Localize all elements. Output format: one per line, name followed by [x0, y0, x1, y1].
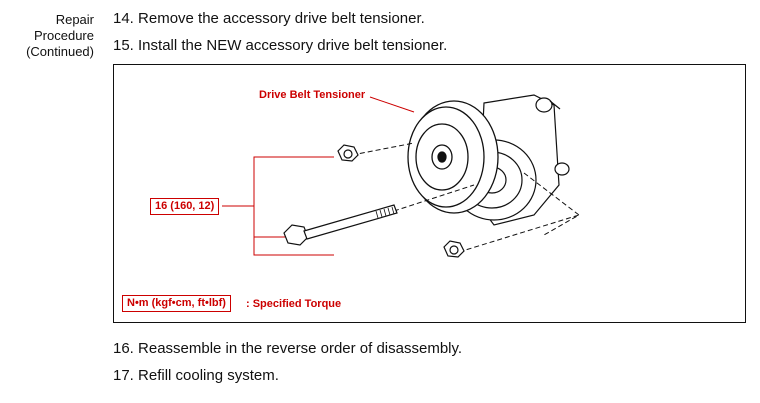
step-17: 17. Refill cooling system.: [113, 367, 279, 384]
step-14: 14. Remove the accessory drive belt tens…: [113, 10, 425, 27]
torque-legend-text: : Specified Torque: [246, 298, 342, 310]
upper-nut: [337, 144, 359, 162]
section-heading-procedure: Procedure: [34, 28, 94, 43]
tensioner-leader-line: [369, 96, 415, 113]
section-subtitle: (Continued): [26, 44, 94, 59]
torque-value-label: 16 (160, 12): [150, 198, 220, 215]
lower-nut: [443, 240, 465, 258]
torque-units-legend: N•m (kgf•cm, ft•lbf): [122, 295, 231, 312]
step-15: 15. Install the NEW accessory drive belt…: [113, 37, 448, 54]
pulley: [407, 100, 499, 214]
step-16: 16. Reassemble in the reverse order of d…: [113, 340, 463, 357]
alignment-lines: [351, 142, 580, 253]
tensioner-figure: Drive Belt Tensioner 16 (160, 12) N•m (k…: [113, 64, 746, 323]
callout-drive-belt-tensioner: Drive Belt Tensioner: [259, 89, 366, 101]
tensioner-illustration: [222, 94, 580, 258]
long-bolt: [283, 204, 398, 246]
section-heading-repair: Repair: [55, 12, 94, 27]
